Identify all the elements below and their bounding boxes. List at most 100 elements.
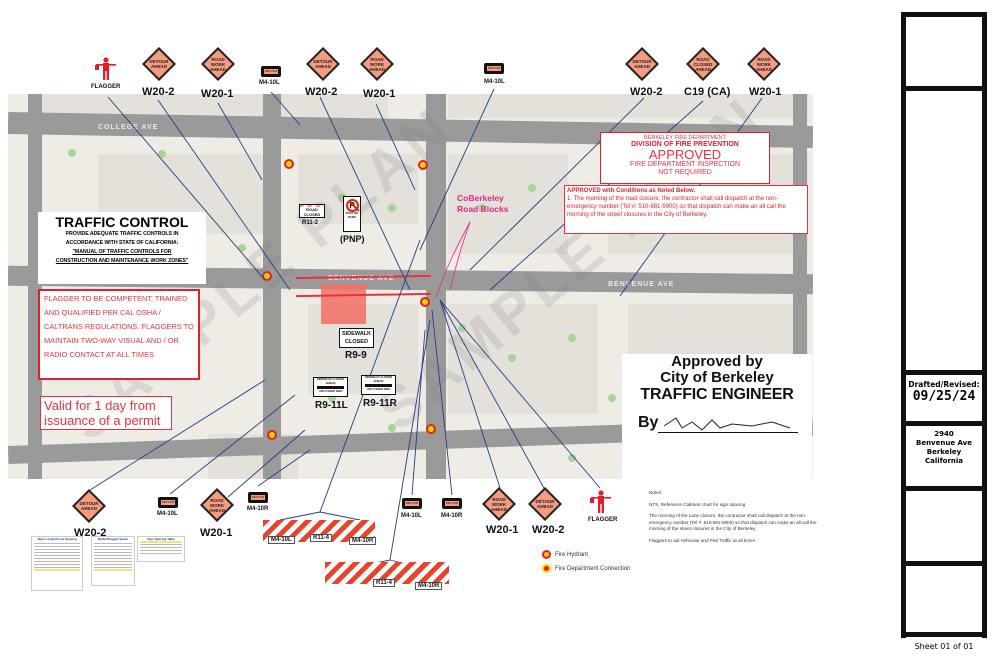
detour-ahead-sign: DETOUR AHEAD — [306, 47, 340, 81]
notes-block: Notes: NTS, Reference Caltrans chart for… — [649, 490, 829, 550]
detour-left-arrow-sign: DETOUR — [402, 498, 422, 509]
reference-table-taper: Taper Length/Cone Spacing — [31, 536, 83, 591]
traffic-control-block: TRAFFIC CONTROL PROVIDE ADEQUATE TRAFFIC… — [38, 212, 206, 284]
title-block-cell — [906, 17, 982, 86]
detour-right-arrow-sign: DETOUR — [248, 492, 268, 503]
signature — [663, 417, 791, 431]
detour-left-arrow-sign: DETOUR — [484, 63, 504, 74]
barricade-set-2 — [325, 562, 449, 584]
detour-ahead-sign: DETOUR AHEAD — [528, 487, 562, 521]
note-item: Flaggers to aid Vehicular and Ped Traffi… — [649, 537, 755, 543]
sign-code: W20-2 — [142, 86, 175, 98]
legend-fire-dept-connection: Fire Department Connection — [542, 564, 630, 573]
road-work-ahead-sign: ROAD WORK AHEAD — [200, 488, 234, 522]
sign-code: M4-10L — [157, 511, 178, 517]
sign-code: M4-10R — [441, 513, 463, 519]
title-block-cell — [906, 91, 982, 370]
validity-note: Valid for 1 day from issuance of a permi… — [40, 396, 172, 430]
sign-code: W20-1 — [200, 527, 233, 539]
barricade-sign-code: M4-10R — [415, 582, 443, 590]
road-closed-ahead-sign: ROAD CLOSED AHEAD — [686, 47, 720, 81]
work-zone-area — [321, 284, 366, 324]
sign-code: C19 (CA) — [684, 86, 731, 98]
traffic-engineer-approval: Approved by City of Berkeley TRAFFIC ENG… — [622, 354, 812, 479]
approval-line: City of Berkeley — [660, 369, 774, 386]
sign-code: FLAGGER — [588, 517, 618, 523]
russell-st-road — [28, 94, 42, 479]
flagger-symbol — [95, 57, 117, 81]
detour-right-arrow-sign: DETOUR — [442, 498, 462, 509]
approval-conditions: APPROVED with Conditions as Noted Below:… — [564, 185, 808, 234]
flagger-note: FLAGGER TO BE COMPETENT, TRAINED AND QUA… — [38, 289, 200, 380]
sheet-number: Sheet 01 of 01 — [906, 637, 982, 657]
barricade-sign-code: R11-4 — [373, 579, 396, 587]
barricade-sign-code: R11-4 — [310, 534, 333, 542]
reference-table-sign-spacing: Sign Spacing Table — [137, 536, 185, 562]
fire-hydrant-marker — [420, 297, 430, 307]
fire-dept-name: BERKELEY FIRE DEPARTMENT — [644, 135, 726, 141]
title-block: Drafted/Revised: 09/25/24 2940 Benvenue … — [901, 12, 987, 657]
detour-left-arrow-sign: DETOUR — [158, 497, 178, 508]
fire-hydrant-marker — [267, 430, 277, 440]
traffic-control-line: PROVIDE ADEQUATE TRAFFIC CONTROLS IN — [65, 231, 179, 237]
street-label-college: COLLEGE AVE — [98, 124, 159, 131]
reference-table-buffer: Buffer/Flagger Space — [91, 536, 135, 586]
drafted-label: Drafted/Revised: — [908, 380, 980, 389]
sidewalk-closed-sign: SIDEWALK CLOSED — [339, 328, 374, 348]
detour-ahead-sign: DETOUR AHEAD — [72, 489, 106, 523]
drafted-date: 09/25/24 — [912, 389, 976, 404]
address-state: California — [924, 457, 964, 465]
detour-ahead-sign: DETOUR AHEAD — [625, 47, 659, 81]
notes-title: Notes: — [649, 490, 663, 495]
fire-hydrant-icon — [542, 550, 551, 559]
road-work-ahead-sign: ROAD WORK AHEAD — [201, 47, 235, 81]
address-city: Berkeley — [926, 448, 962, 456]
sign-code: R9-9 — [345, 350, 367, 361]
inspection-label: FIRE DEPARTMENT INSPECTION — [629, 161, 741, 168]
coberkeley-road-blocks-label: CoBerkeley Road Blocks — [457, 193, 509, 214]
legend-fire-hydrant: Fire Hydrant — [542, 550, 588, 559]
road-work-ahead-sign: ROAD WORK AHEAD — [747, 47, 781, 81]
street-label-benvenue-east: BENVENUE AVE — [608, 281, 675, 288]
signature-line — [658, 432, 798, 433]
sign-code: W20-1 — [486, 524, 519, 536]
sign-code: W20-2 — [305, 86, 338, 98]
approval-line: Approved by — [671, 353, 763, 370]
fire-department-stamp: BERKELEY FIRE DEPARTMENT DIVISION OF FIR… — [600, 132, 770, 184]
sign-code: W20-1 — [201, 88, 234, 100]
detour-ahead-sign: DETOUR AHEAD — [142, 47, 176, 81]
conditions-title: APPROVED with Conditions as Noted Below: — [567, 188, 696, 194]
title-block-cell — [906, 491, 982, 561]
address-number: 2940 — [934, 430, 954, 438]
fire-division: DIVISION OF FIRE PREVENTION — [631, 141, 739, 148]
approval-status: APPROVED — [648, 147, 722, 162]
sign-code: FLAGGER — [91, 84, 121, 90]
sign-code: R9-11L — [315, 400, 348, 411]
barricade-sign-code: M4-10R — [349, 537, 377, 545]
no-parking-icon: P — [345, 199, 360, 212]
barricade-sign-code: M4-10L — [268, 536, 295, 544]
road-work-ahead-sign: ROAD WORK AHEAD — [360, 47, 394, 81]
approval-line: TRAFFIC ENGINEER — [640, 386, 794, 403]
sign-code: M4-10L — [484, 79, 505, 85]
traffic-control-line: CONSTRUCTION AND MAINTENANCE WORK ZONES" — [55, 258, 189, 264]
sign-code: M4-10L — [401, 513, 422, 519]
road-work-ahead-sign: ROAD WORK AHEAD — [482, 487, 516, 521]
traffic-control-title: TRAFFIC CONTROL — [55, 214, 189, 230]
inspection-required: NOT REQUIRED — [658, 169, 712, 176]
fire-dept-connection-icon — [542, 564, 551, 573]
sign-code: W20-2 — [630, 86, 663, 98]
road-closed-sign: ROAD CLOSED — [299, 204, 325, 218]
flagger-symbol — [590, 490, 612, 514]
sign-code: M4-10R — [247, 506, 269, 512]
traffic-control-line: ACCORDANCE WITH STATE OF CALIFORNIA: — [65, 240, 179, 246]
address-street: Benvenue Ave — [915, 439, 972, 447]
note-item: The morning of the Lane closure, the con… — [649, 513, 817, 532]
sign-code: M4-10L — [259, 80, 280, 86]
detour-left-arrow-sign: DETOUR — [261, 66, 281, 77]
sign-code: (PNP) — [340, 234, 365, 244]
sign-code: R11-2 — [302, 220, 319, 226]
traffic-control-line: "MANUAL OF TRAFFIC CONTROLS FOR — [72, 249, 172, 255]
